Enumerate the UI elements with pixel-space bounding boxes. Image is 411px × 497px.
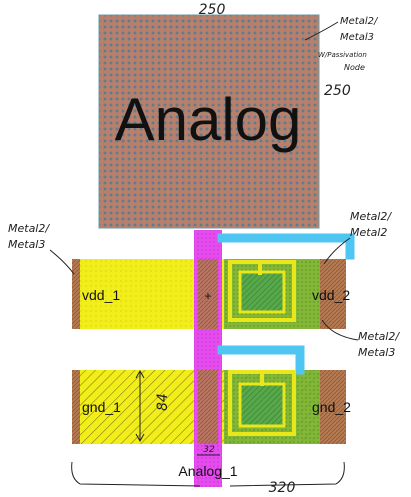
analog-pad (98, 14, 320, 229)
right-bottom-leader (321, 319, 359, 341)
rail-height-label: 84 (155, 393, 171, 411)
trace-brown-bottom (198, 370, 218, 444)
vdd-right-strip (320, 259, 346, 329)
trace-center-mark: + (204, 289, 211, 303)
pad-leader-line (304, 21, 339, 41)
total-width-brace (71, 461, 345, 487)
right-top-line-1: Metal2/ (350, 210, 392, 223)
vdd-left-strip (72, 259, 80, 329)
pin-gnd-2: gnd_2 (312, 399, 351, 415)
pad-note-line-2: Metal3 (340, 32, 374, 43)
gnd-left-strip (72, 370, 80, 444)
pad-height-label: 250 (324, 83, 351, 99)
cyan-trace-top (217, 233, 355, 260)
right-top-leader (323, 237, 351, 265)
trace-brown-top (198, 259, 218, 329)
rail-height-arrow-top (135, 369, 145, 379)
pin-vdd-2: vdd_2 (312, 287, 350, 303)
left-metal-line-2: Metal3 (8, 238, 45, 251)
top-device-contact (238, 270, 286, 314)
pad-note-line-1: Metal2/ (340, 16, 379, 27)
gnd-right-strip (320, 370, 346, 444)
rail-height-arrow-bottom (135, 433, 145, 443)
left-metal-leader (49, 249, 75, 275)
pin-analog-1: Analog_1 (178, 463, 237, 479)
pad-note-line-4: Node (344, 63, 365, 72)
trace-width-label: 32 (203, 445, 215, 455)
pin-vdd-1: vdd_1 (82, 287, 120, 303)
right-bottom-line-2: Metal3 (358, 346, 395, 359)
cyan-trace-bottom (217, 345, 305, 375)
right-top-line-2: Metal2 (350, 226, 387, 239)
left-metal-line-1: Metal2/ (8, 222, 50, 235)
total-width-label: 320 (269, 480, 296, 496)
pad-title: Analog (115, 86, 302, 153)
pad-width-label: 250 (199, 2, 226, 18)
pin-gnd-1: gnd_1 (82, 399, 121, 415)
right-bottom-line-1: Metal2/ (358, 330, 400, 343)
bottom-device-contact (238, 382, 286, 428)
pad-note-line-3: W/Passivation (318, 51, 367, 59)
